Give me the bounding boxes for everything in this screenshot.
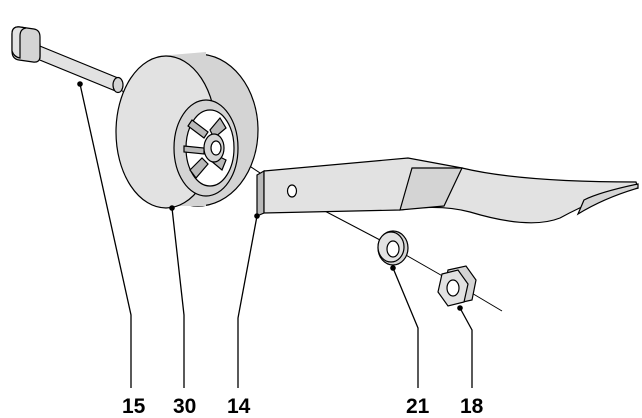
washer-hole [386,240,400,258]
leader-dot-wheel [169,205,175,211]
blade-end-edge [256,169,265,217]
callout-label-bolt: 15 [122,395,146,418]
leader-blade [237,215,258,388]
leader-nut [459,307,473,388]
blade-part [256,157,639,224]
bolt-head-face [11,26,27,59]
washer-part [377,230,409,266]
axis-segment-washer-nut [403,253,447,279]
callout-label-nut: 18 [460,395,484,418]
axis-segment-nut-end [469,291,503,312]
leader-dot-nut [457,305,463,311]
leader-bolt [79,83,132,388]
wheel-bore [210,140,222,156]
callout-labels: 15 30 14 21 18 [122,395,484,418]
blade-mount-hole [286,184,298,198]
bolt-shank [29,41,119,93]
leader-washer [392,267,419,388]
blade-twist [399,167,463,211]
blade-cutting-edge [576,183,639,216]
leader-lines [77,81,473,388]
bolt-tip [112,76,124,94]
leader-wheel [171,207,185,388]
callout-label-blade: 14 [227,395,251,418]
leader-dot-bolt [77,81,83,87]
bolt-part [11,26,124,94]
nut-part [437,265,477,307]
leader-dot-washer [390,265,396,271]
nut-thread-hole [446,279,460,297]
callout-label-washer: 21 [406,395,430,418]
wheel-part [115,52,259,209]
leader-dot-blade [254,213,260,219]
callout-label-wheel: 30 [173,395,196,418]
